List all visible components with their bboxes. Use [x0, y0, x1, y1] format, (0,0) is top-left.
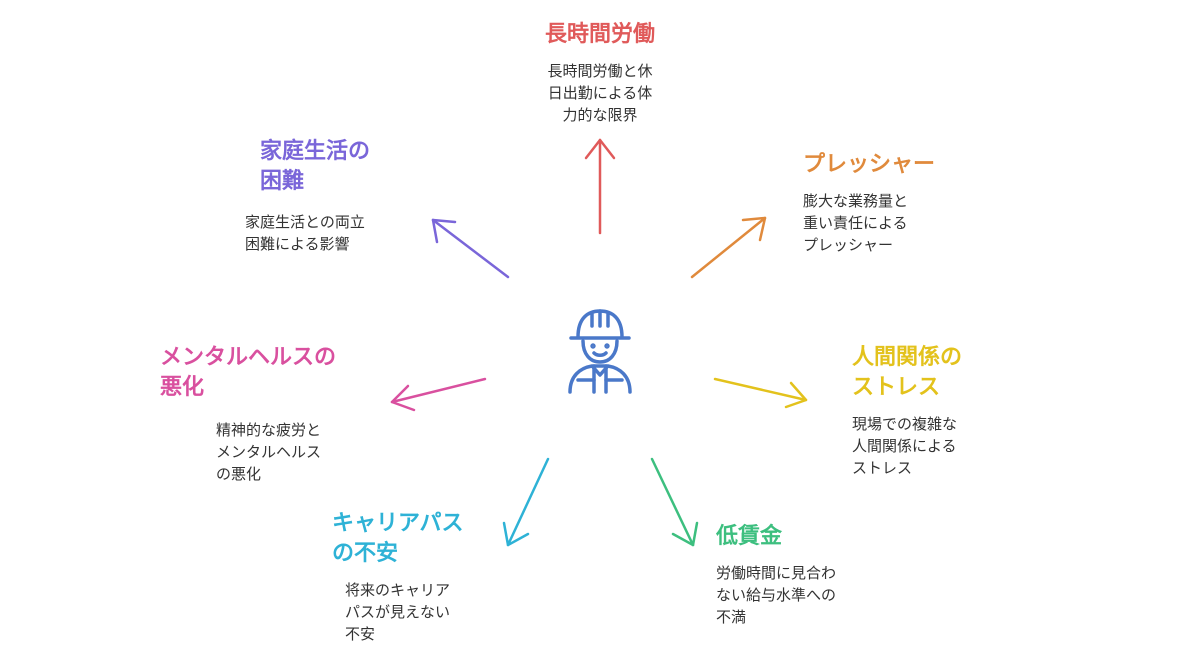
arrow-relations: [713, 377, 808, 409]
node-career-description: 将来のキャリア パスが見えない 不安: [345, 581, 451, 643]
node-family: 家庭生活の 困難 家庭生活との両立 困難による影響: [245, 137, 445, 255]
node-mental-description: 精神的な疲労と メンタルヘルス の悪化: [216, 421, 322, 483]
node-family-description: 家庭生活との両立 困難による影響: [245, 213, 365, 253]
node-relations-title: 人間関係の ストレス: [852, 345, 963, 400]
arrow-pressure: [690, 216, 767, 279]
arrow-mental: [390, 377, 487, 412]
node-low-wage-title: 低賃金: [716, 524, 783, 549]
node-relations-description: 現場での複雑な 人間関係による ストレス: [852, 415, 958, 477]
arrow-low-wage: [650, 457, 699, 547]
construction-worker-icon: [568, 309, 632, 394]
node-long-hours-description: 長時間労働と休 日出勤による体 力的な限界: [547, 62, 653, 124]
node-low-wage: 低賃金 労働時間に見合わ ない給与水準への 不満: [716, 522, 916, 628]
node-pressure-title: プレッシャー: [803, 152, 936, 177]
node-low-wage-description: 労働時間に見合わ ない給与水準への 不満: [716, 564, 837, 626]
node-pressure-description: 膨大な業務量と 重い責任による プレッシャー: [803, 192, 909, 254]
arrow-long-hours: [584, 138, 616, 235]
node-mental: メンタルヘルスの 悪化 精神的な疲労と メンタルヘルス の悪化: [160, 343, 400, 485]
arrow-family: [431, 218, 510, 279]
node-career: キャリアパス の不安 将来のキャリア パスが見えない 不安: [332, 509, 532, 645]
node-long-hours: 長時間労働 長時間労働と休 日出勤による体 力的な限界: [500, 20, 700, 126]
node-family-title: 家庭生活の 困難: [260, 139, 371, 194]
node-mental-title: メンタルヘルスの 悪化: [160, 345, 337, 400]
node-career-title: キャリアパス の不安: [332, 511, 464, 566]
node-pressure: プレッシャー 膨大な業務量と 重い責任による プレッシャー: [803, 150, 1003, 256]
node-long-hours-title: 長時間労働: [544, 22, 655, 47]
arrow-career: [502, 457, 550, 547]
node-relations: 人間関係の ストレス 現場での複雑な 人間関係による ストレス: [852, 343, 1052, 479]
